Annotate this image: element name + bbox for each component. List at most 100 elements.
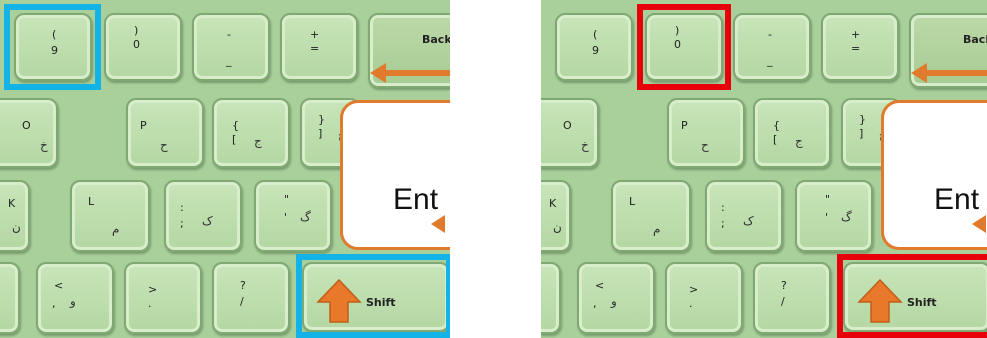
key-l[interactable]: L م — [70, 180, 150, 252]
key-period[interactable]: > . — [124, 262, 202, 334]
key-p[interactable]: P ح — [667, 98, 745, 168]
key-open-bracket-arabic: ج — [795, 134, 803, 148]
key-quote-symbol: ' — [284, 211, 288, 224]
key-p-arabic: ح — [701, 138, 709, 152]
key-slash-symbol: / — [781, 295, 785, 308]
key-equals-shift-symbol: + — [310, 28, 320, 41]
key-semicolon-arabic: ک — [202, 214, 213, 228]
key-comma[interactable]: < , و — [36, 262, 114, 334]
key-comma-symbol: , — [52, 297, 56, 310]
key-semicolon-arabic: ک — [743, 214, 754, 228]
key-close-bracket-shift: } — [859, 113, 866, 126]
key-0-shift-symbol: ) — [134, 24, 139, 37]
key-quote-shift: " — [825, 193, 831, 206]
keyboard: ( 9 ) 0 - _ + = Back O خ P ح { [ — [541, 0, 987, 338]
key-k-arabic: ن — [553, 220, 562, 234]
key-comma-shift: < — [54, 279, 64, 292]
key-semicolon-symbol: ; — [180, 217, 184, 230]
key-9-symbol: 9 — [592, 44, 599, 57]
key-open-bracket-arabic: ج — [254, 134, 262, 148]
key-minus[interactable]: - _ — [192, 13, 270, 81]
enter-key[interactable]: Ent — [881, 100, 987, 250]
key-semicolon-shift: : — [721, 201, 725, 214]
backspace-arrow-icon — [370, 63, 386, 83]
key-open-bracket-shift: { — [232, 119, 239, 132]
key-equals[interactable]: + = — [280, 13, 358, 81]
key-minus[interactable]: - _ — [733, 13, 811, 81]
key-left-edge[interactable] — [0, 262, 20, 334]
keyboard-panel-left: ( 9 ) 0 - _ + = Back O خ P ح { — [0, 0, 450, 338]
key-equals-symbol: = — [851, 42, 861, 55]
shift-label: Shift — [907, 296, 937, 309]
backspace-key[interactable]: Back — [368, 13, 450, 88]
key-close-bracket-shift: } — [318, 113, 325, 126]
key-semicolon[interactable]: : ; ک — [164, 180, 242, 252]
backspace-arrow-icon — [911, 63, 927, 83]
key-open-bracket-symbol: [ — [773, 133, 778, 146]
key-0-symbol: 0 — [674, 38, 681, 51]
key-slash-shift: ? — [240, 279, 246, 292]
key-p-letter: P — [681, 119, 688, 132]
shift-key[interactable]: Shift — [302, 262, 450, 332]
shift-label: Shift — [366, 296, 396, 309]
key-p-arabic: ح — [160, 138, 168, 152]
key-minus-shift-symbol: - — [768, 28, 772, 41]
enter-key[interactable]: Ent — [340, 100, 450, 250]
key-k[interactable]: K ن — [541, 180, 571, 252]
key-l[interactable]: L م — [611, 180, 691, 252]
key-p-letter: P — [140, 119, 147, 132]
key-k-letter: K — [549, 197, 557, 210]
key-minus-symbol: _ — [767, 54, 773, 67]
shift-key[interactable]: Shift — [843, 262, 987, 332]
shift-arrow-icon — [316, 278, 362, 323]
key-period[interactable]: > . — [665, 262, 743, 334]
key-period-shift: > — [148, 283, 158, 296]
key-period-symbol: . — [148, 297, 152, 310]
enter-label: Ent — [393, 183, 439, 216]
key-0[interactable]: ) 0 — [104, 13, 182, 81]
key-minus-symbol: _ — [226, 54, 232, 67]
key-comma-symbol: , — [593, 297, 597, 310]
key-left-edge[interactable] — [541, 262, 561, 334]
key-semicolon-shift: : — [180, 201, 184, 214]
key-open-bracket[interactable]: { [ ج — [753, 98, 831, 168]
key-comma-arabic: و — [611, 294, 617, 308]
key-l-arabic: م — [653, 222, 661, 236]
key-o[interactable]: O خ — [541, 98, 599, 168]
backspace-key[interactable]: Back — [909, 13, 987, 88]
key-semicolon[interactable]: : ; ک — [705, 180, 783, 252]
key-slash[interactable]: ? / — [753, 262, 831, 334]
key-open-bracket[interactable]: { [ ج — [212, 98, 290, 168]
key-equals[interactable]: + = — [821, 13, 899, 81]
key-quote[interactable]: " ' گ — [795, 180, 873, 252]
key-k-arabic: ن — [12, 220, 21, 234]
key-l-letter: L — [629, 195, 636, 208]
enter-arrow-icon — [972, 215, 986, 233]
keyboard: ( 9 ) 0 - _ + = Back O خ P ح { — [0, 0, 450, 338]
key-comma-shift: < — [595, 279, 605, 292]
key-o[interactable]: O خ — [0, 98, 58, 168]
key-k[interactable]: K ن — [0, 180, 30, 252]
key-p[interactable]: P ح — [126, 98, 204, 168]
enter-label: Ent — [934, 183, 980, 216]
key-minus-shift-symbol: - — [227, 28, 231, 41]
key-o-arabic: خ — [40, 138, 48, 152]
key-slash[interactable]: ? / — [212, 262, 290, 334]
key-0[interactable]: ) 0 — [645, 13, 723, 81]
key-o-arabic: خ — [581, 138, 589, 152]
key-l-arabic: م — [112, 222, 120, 236]
key-period-symbol: . — [689, 297, 693, 310]
key-quote-shift: " — [284, 193, 290, 206]
key-quote[interactable]: " ' گ — [254, 180, 332, 252]
key-0-symbol: 0 — [133, 38, 140, 51]
key-9[interactable]: ( 9 — [14, 13, 92, 81]
key-open-bracket-shift: { — [773, 119, 780, 132]
key-equals-symbol: = — [310, 42, 320, 55]
key-semicolon-symbol: ; — [721, 217, 725, 230]
key-9-shift-symbol: ( — [52, 28, 57, 41]
key-slash-symbol: / — [240, 295, 244, 308]
key-comma[interactable]: < , و — [577, 262, 655, 334]
backspace-label: Back — [422, 33, 450, 46]
key-9[interactable]: ( 9 — [555, 13, 633, 81]
key-close-bracket-symbol: ] — [318, 127, 323, 140]
